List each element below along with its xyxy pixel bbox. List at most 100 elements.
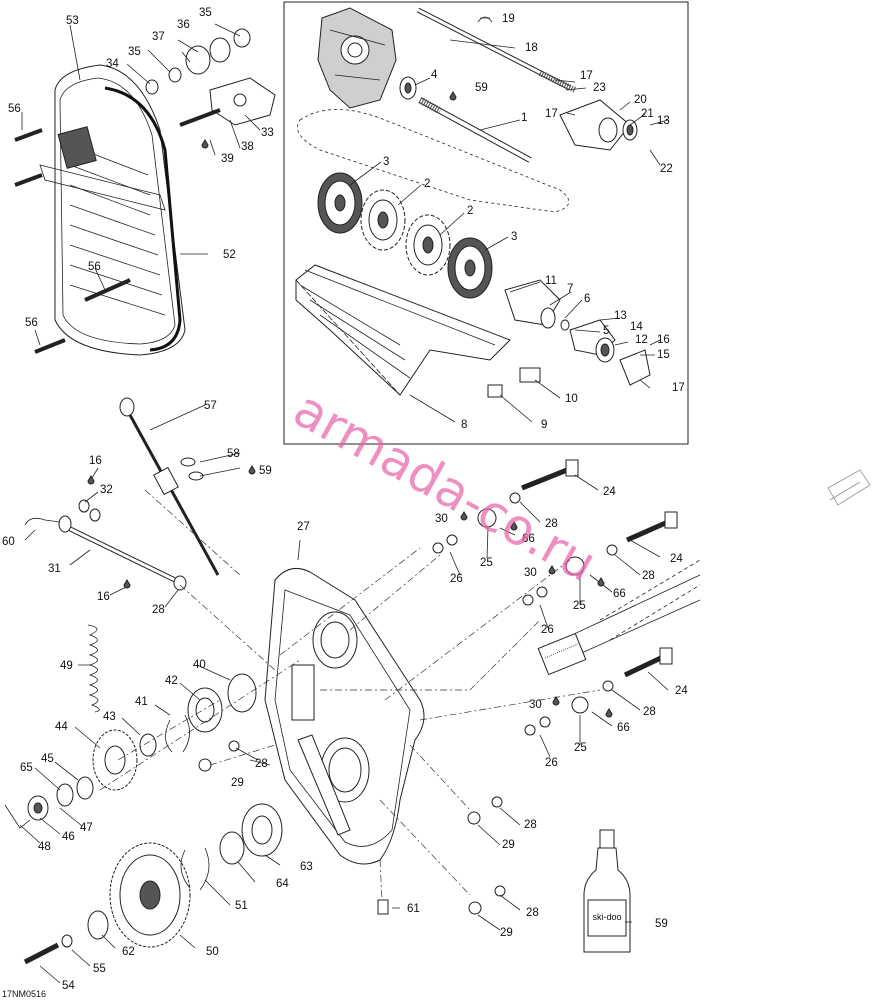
inset-frame [283, 1, 689, 445]
label-48: 48 [38, 841, 51, 853]
label-32: 32 [100, 484, 113, 496]
label-13-bottom: 13 [614, 310, 627, 322]
label-25-mid: 25 [573, 600, 586, 612]
label-17-mid: 17 [545, 108, 558, 120]
label-59-inset: 59 [475, 82, 488, 94]
label-26-low: 26 [545, 757, 558, 769]
seal-ring [477, 16, 493, 23]
diagram-code: 17NM0516 [2, 989, 46, 999]
washer-65 [56, 783, 74, 807]
label-46: 46 [62, 831, 75, 843]
gear-44 [92, 729, 138, 791]
bolt-38 [179, 108, 221, 127]
drain-plug [377, 899, 389, 915]
label-16-top: 16 [89, 455, 102, 467]
label-39: 39 [221, 153, 234, 165]
bearing-40 [227, 673, 257, 713]
label-15: 15 [657, 349, 670, 361]
label-36: 36 [177, 19, 190, 31]
label-40: 40 [193, 659, 206, 671]
shaft-end-faint [827, 469, 871, 506]
upper-housing [317, 7, 397, 109]
label-31: 31 [48, 563, 61, 575]
spring [87, 624, 100, 713]
label-28-top: 28 [545, 518, 558, 530]
label-16-mid: 16 [97, 591, 110, 603]
chaincase-housing [264, 567, 425, 865]
label-14: 14 [630, 321, 643, 333]
sprocket-inner-2 [405, 214, 451, 276]
oil-bottle: ski-doo [583, 829, 631, 953]
label-24-low: 24 [675, 685, 688, 697]
label-28-low: 28 [643, 706, 656, 718]
label-19: 19 [502, 13, 515, 25]
label-8: 8 [461, 419, 467, 431]
label-11: 11 [545, 275, 557, 287]
label-26-top: 26 [450, 573, 463, 585]
washer-28-shaft [173, 575, 187, 591]
washer-55 [61, 934, 73, 948]
label-56-top: 56 [8, 103, 21, 115]
label-66-low: 66 [617, 722, 630, 734]
label-17-top: 17 [580, 70, 593, 82]
label-9: 9 [541, 419, 547, 431]
o-ring-bottom [188, 471, 204, 481]
washer-32b [89, 508, 101, 522]
label-13-top: 13 [657, 115, 670, 127]
bearing-housing-left [504, 279, 651, 386]
circlip-41 [165, 714, 190, 753]
label-45: 45 [41, 753, 54, 765]
label-56-bottom: 56 [25, 317, 38, 329]
label-28-housing: 28 [255, 758, 268, 770]
label-52: 52 [223, 249, 236, 261]
track [295, 264, 511, 396]
label-6: 6 [584, 293, 590, 305]
sprocket-outer-right [447, 237, 493, 299]
bolt-24-low [623, 647, 673, 678]
label-25-top: 25 [480, 557, 493, 569]
label-59-oring: 59 [259, 465, 272, 477]
label-20: 20 [634, 94, 647, 106]
label-22: 22 [660, 163, 673, 175]
chaincase-cover [39, 64, 186, 356]
label-37: 37 [152, 31, 165, 43]
label-25-low: 25 [574, 742, 587, 754]
label-23: 23 [593, 82, 606, 94]
label-17-bottom: 17 [672, 382, 685, 394]
gasket [104, 86, 182, 352]
label-62: 62 [122, 946, 135, 958]
label-3-bottom: 3 [511, 231, 517, 243]
sprocket-inner-1 [360, 189, 406, 251]
label-57: 57 [204, 400, 217, 412]
nut-29-b [467, 811, 481, 825]
oil-drop-markers [87, 91, 613, 718]
label-27: 27 [297, 521, 310, 533]
label-38: 38 [241, 141, 254, 153]
label-29-nut-b: 29 [502, 839, 515, 851]
label-55: 55 [93, 963, 106, 975]
label-30-mid: 30 [524, 567, 537, 579]
label-28-nut-c: 28 [526, 907, 539, 919]
spacer-62 [87, 910, 109, 940]
label-53: 53 [66, 15, 79, 27]
spacer-43 [139, 733, 157, 757]
sprocket-outer-left [317, 172, 363, 234]
bearing-64 [219, 831, 245, 865]
cotter-48 [4, 804, 31, 829]
leader-lines [19, 17, 669, 984]
drive-shaft [416, 7, 577, 93]
label-54: 54 [62, 980, 75, 992]
nut-46 [27, 795, 49, 821]
label-66-top: 66 [522, 533, 535, 545]
bolt-54 [23, 942, 60, 965]
callout-labels: 19 18 4 59 17 23 20 17 21 13 1 22 3 2 2 … [2, 7, 688, 992]
washer-28-a [228, 740, 240, 752]
washer-28-b [491, 796, 503, 808]
label-35-bottom: 35 [128, 46, 141, 58]
label-51: 51 [235, 900, 248, 912]
label-2-top: 2 [424, 178, 430, 190]
label-28-shaft: 28 [152, 604, 165, 616]
washer-32a [78, 499, 90, 513]
tensioner-shaft [58, 515, 177, 583]
